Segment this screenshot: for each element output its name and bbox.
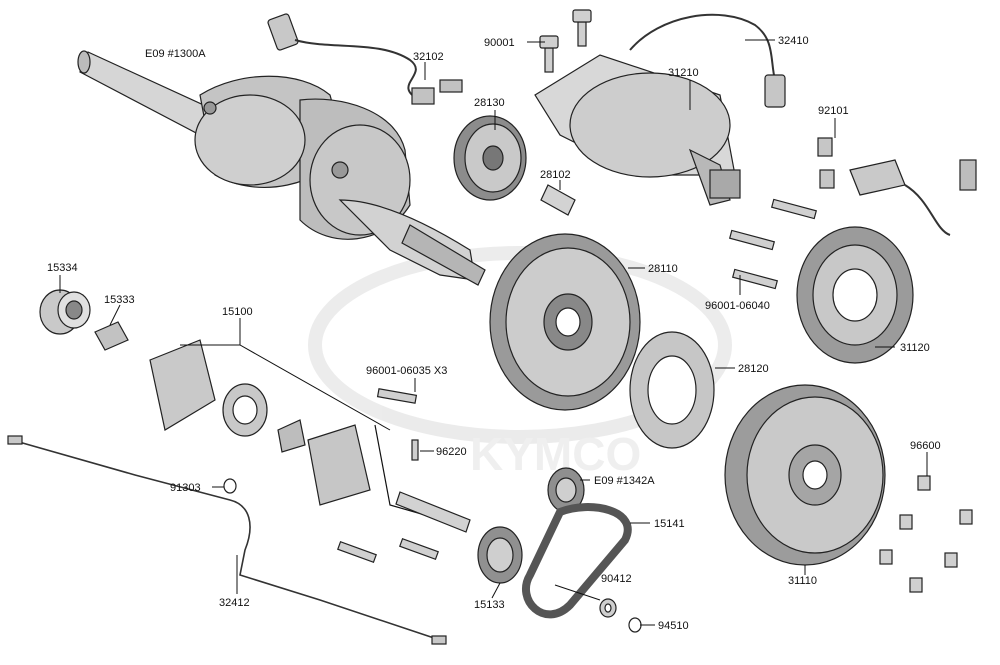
bolts-96001-06040 [728,198,818,290]
label-15141: 15141 [654,518,685,530]
label-94510: 94510 [658,620,689,632]
leader-lines [59,39,928,626]
oil-seal-15334 [39,289,91,335]
label-31120: 31120 [900,342,930,354]
regulator-92101 [817,137,977,236]
label-96001-06035: 96001-06035 X3 [366,365,447,377]
label-15133: 15133 [474,599,505,611]
crankshaft [77,50,486,286]
sensor-wire-harness [267,13,463,105]
label-15334: 15334 [47,262,78,274]
label-90412: 90412 [601,573,632,585]
label-31110: 31110 [788,575,817,587]
driven-sprocket-15133 [477,526,523,584]
label-15333: 15333 [104,294,135,306]
label-e09-1300a: E09 #1300A [145,48,206,60]
oil-pump-assembly-15100 [149,339,426,516]
label-92101: 92101 [818,105,849,117]
flywheel-31110 [724,384,886,566]
label-e09-1342a: E09 #1342A [594,475,655,487]
label-28110: 28110 [648,263,678,275]
label-91303: 91303 [170,482,201,494]
label-96220: 96220 [436,446,467,458]
starter-driven-gear-28110 [489,233,641,411]
label-15100: 15100 [222,306,253,318]
bolts-90001 [539,9,592,73]
circlip-94510 [628,617,642,633]
pin-96220 [411,439,419,461]
label-28120: 28120 [738,363,769,375]
cable-32412 [7,435,447,645]
label-28102: 28102 [540,169,571,181]
part-labels: E09 #1300A 32102 90001 32410 31210 28130… [47,35,941,632]
washer-90412 [599,598,617,618]
oil-pump-chain-15141 [522,503,632,619]
label-32102: 32102 [413,51,444,63]
bolts-96001-06035 [337,388,439,564]
oil-pump-shaft [395,491,471,533]
label-32412: 32412 [219,597,250,609]
label-31210: 31210 [668,67,699,79]
one-way-clutch-28120 [629,331,715,449]
label-96001-06040: 96001-06040 [705,300,770,312]
oil-pump-rotor-15333 [94,321,129,351]
shaft-28102 [540,184,576,216]
o-ring-91303 [223,478,237,494]
label-28130: 28130 [474,97,505,109]
label-90001: 90001 [484,37,515,49]
label-32410: 32410 [778,35,809,47]
starter-motor [534,13,786,206]
bolts-96600 [879,475,973,593]
idle-gear-28130 [453,115,527,201]
label-96600: 96600 [910,440,941,452]
stator-31120 [796,226,914,364]
